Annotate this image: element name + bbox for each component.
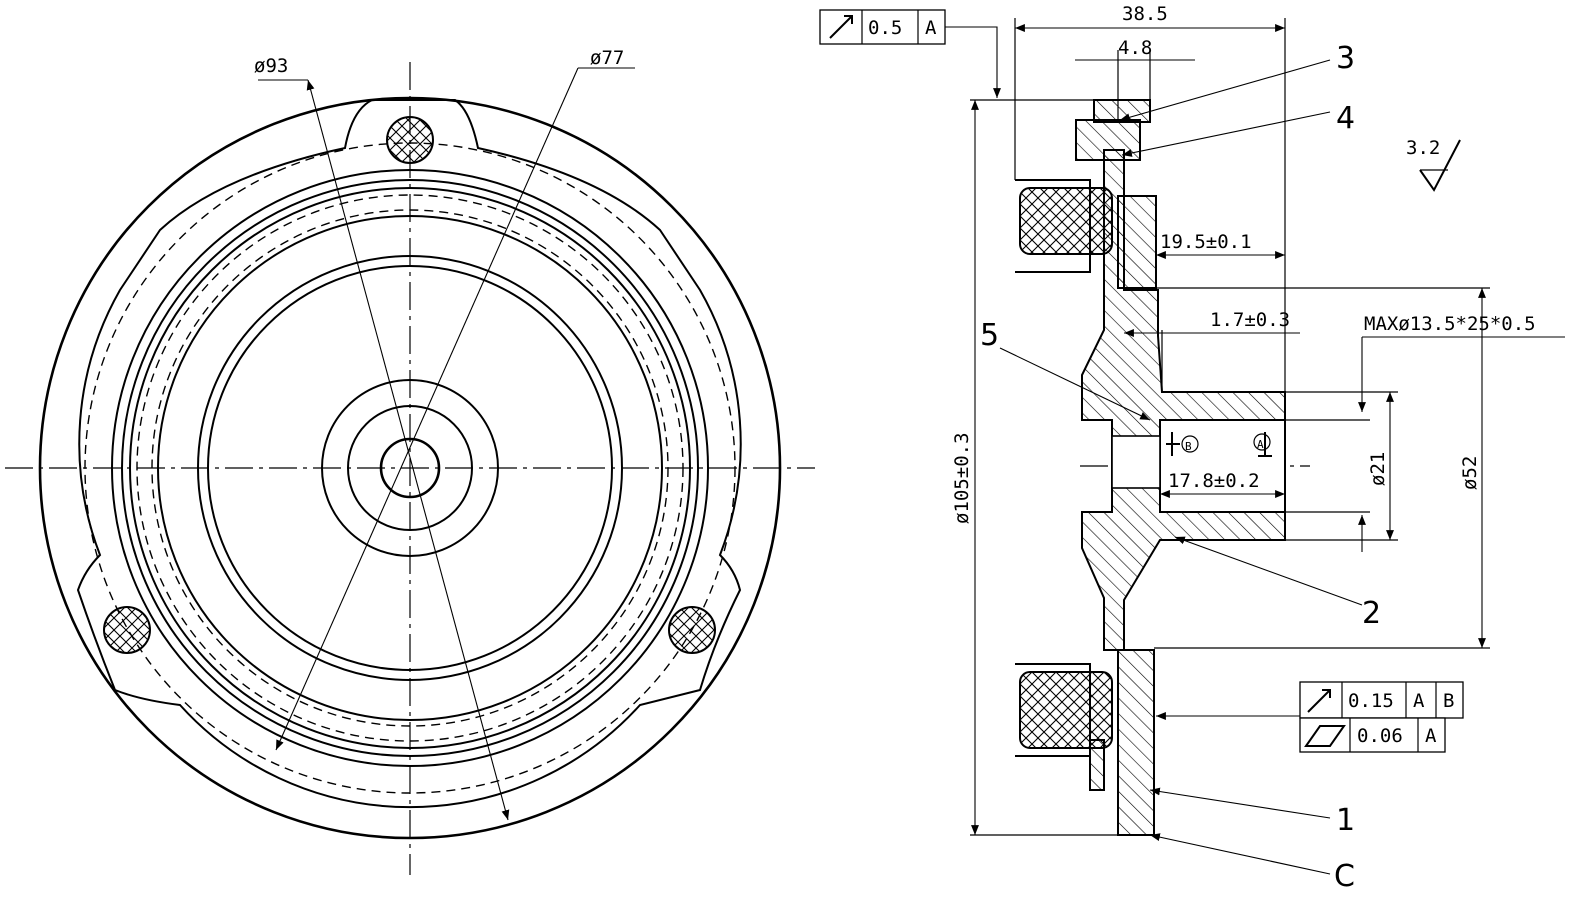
front-phi77-line <box>275 67 579 751</box>
part-label-1: 1 <box>1336 803 1355 838</box>
leader-4 <box>1121 111 1331 157</box>
section-clip-top <box>1075 119 1141 161</box>
section-rubber-bottom <box>1019 671 1113 749</box>
section-bore-cavity <box>1159 419 1286 513</box>
datum-b-letter: B <box>1185 440 1192 453</box>
dim-1-7: 1.7±0.3 <box>1210 309 1290 331</box>
runout-bottom-value: 0.15 <box>1348 690 1394 712</box>
tolerance-frame-flatness: 0.06 A <box>1299 717 1446 753</box>
front-bolt-boss-top <box>386 116 434 164</box>
part-label-3: 3 <box>1336 41 1355 76</box>
section-plate-bottom <box>1117 649 1155 836</box>
section-view: 38.5 4.8 19.5±0.1 1.7±0.3 17.8±0.2 B A ø… <box>819 3 1565 894</box>
tolerance-frame-top: 0.5 A <box>819 9 1001 98</box>
leader-c <box>1149 833 1331 875</box>
dim-17-8: 17.8±0.2 <box>1168 470 1260 492</box>
dim-phi52: ø52 <box>1459 456 1481 490</box>
section-clip-top-small <box>1093 99 1151 123</box>
section-rubber-bottom-frame <box>1015 663 1091 757</box>
part-label-4: 4 <box>1336 101 1355 136</box>
roughness-value: 3.2 <box>1406 137 1440 159</box>
dim-phi105: ø105±0.3 <box>951 432 973 524</box>
section-rubber-top <box>1019 187 1113 255</box>
tolerance-frame-runout-bottom: 0.15 A B <box>1156 681 1464 720</box>
callout-max: MAXø13.5*25*0.5 <box>1364 313 1536 335</box>
section-rubber-top-frame <box>1015 179 1091 273</box>
front-dim-phi93: ø93 <box>254 55 288 77</box>
runout-top-value: 0.5 <box>868 17 902 39</box>
leader-1 <box>1149 787 1331 819</box>
front-dim-phi77: ø77 <box>590 47 624 69</box>
leader-3 <box>1119 59 1331 122</box>
dim-19-5: 19.5±0.1 <box>1160 231 1252 253</box>
runout-icon <box>829 15 853 39</box>
section-bore-step <box>1111 435 1161 489</box>
section-plate-top <box>1117 195 1157 289</box>
runout-top-datum: A <box>925 17 937 39</box>
part-label-5: 5 <box>980 318 999 353</box>
datum-a-circle <box>1253 433 1271 451</box>
front-phi93-line <box>306 79 510 821</box>
flatness-datum: A <box>1425 725 1437 747</box>
roughness-symbol <box>1419 139 1461 192</box>
flatness-value: 0.06 <box>1357 725 1403 747</box>
part-label-c: C <box>1334 859 1355 894</box>
runout-bottom-datum2: B <box>1443 690 1454 712</box>
datum-b-circle <box>1181 435 1199 453</box>
datum-b-symbol <box>1166 432 1180 456</box>
datum-a-letter: A <box>1257 438 1264 451</box>
dim-38-5: 38.5 <box>1122 3 1168 25</box>
runout-bottom-icon <box>1307 689 1331 713</box>
part-label-2: 2 <box>1362 596 1381 631</box>
front-bolt-boss-left <box>103 606 151 654</box>
front-bolt-boss-right <box>668 606 716 654</box>
leader-5 <box>999 347 1151 421</box>
dim-4-8: 4.8 <box>1118 37 1152 59</box>
datum-a-symbol <box>1258 432 1272 457</box>
runout-bottom-datum1: A <box>1413 690 1425 712</box>
dim-phi21: ø21 <box>1367 452 1389 486</box>
leader-2 <box>1174 536 1363 606</box>
front-view: ø93 ø77 <box>5 47 815 875</box>
flatness-icon <box>1304 725 1346 747</box>
section-spacer-bottom <box>1089 739 1105 791</box>
